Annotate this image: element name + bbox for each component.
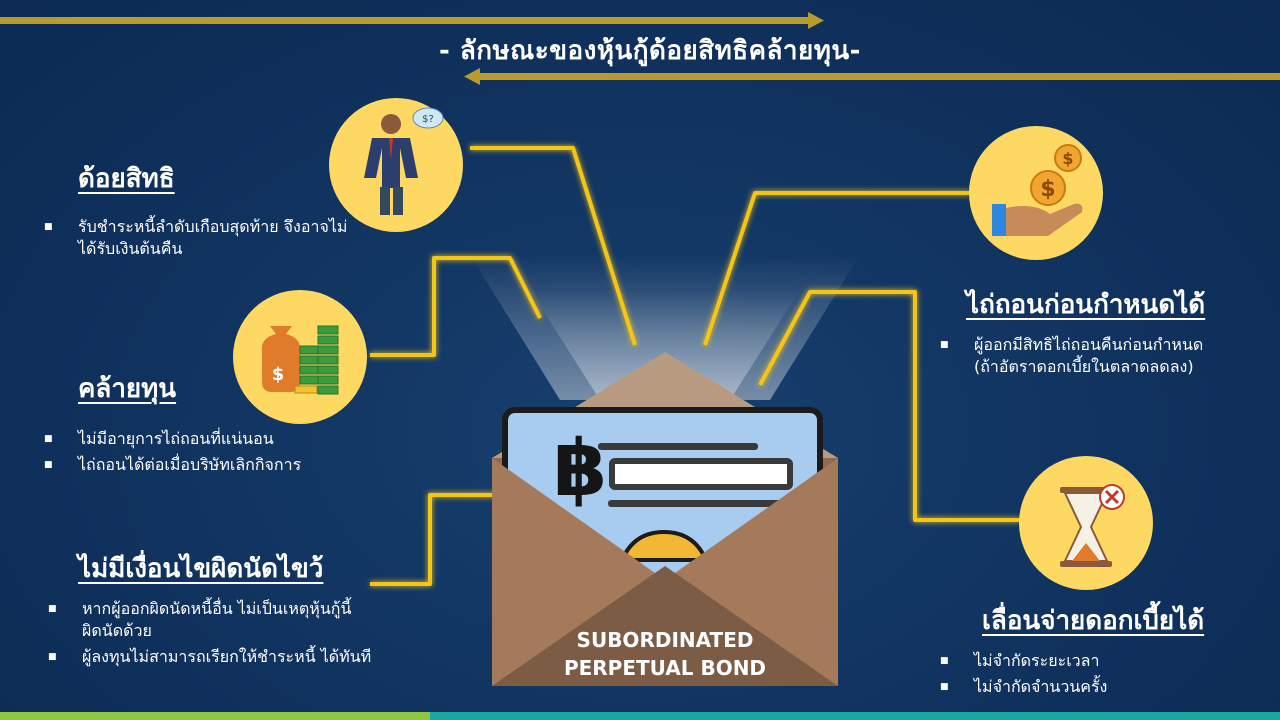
coin-small-dollar: $ [1062, 149, 1073, 168]
bullets-subordinated: รับชำระหนี้ลำดับเกือบสุดท้าย จึงอาจไม่ได… [44, 216, 364, 264]
businessman-empty-pockets-icon: $? [329, 98, 463, 232]
bottom-bar-teal [430, 712, 1280, 720]
connector-subordinated [470, 146, 637, 346]
bottom-bar-green [0, 712, 430, 720]
coin-large-dollar: $ [1040, 177, 1055, 202]
page-title: - ลักษณะของหุ้นกู้ด้อยสิทธิคล้ายทุน- [439, 36, 861, 66]
envelope-illustration: ฿ [492, 352, 838, 686]
bullets-deferrable: ไม่จำกัดระยะเวลา ไม่จำกัดจำนวนครั้ง [940, 650, 1230, 702]
money-bag-dollar-sign: $ [272, 364, 285, 385]
heading-equity-like: คล้ายทุน [78, 374, 177, 404]
bullet-item: ไม่จำกัดจำนวนครั้ง [940, 676, 1230, 698]
bullets-equity-like: ไม่มีอายุการไถ่ถอนที่แน่นอน ไถ่ถอนได้ต่อ… [44, 428, 384, 480]
hourglass-cancel-icon [1019, 456, 1153, 590]
bullet-item: ไม่มีอายุการไถ่ถอนที่แน่นอน [44, 428, 384, 450]
envelope-label: SUBORDINATED PERPETUAL BOND [520, 626, 810, 682]
envelope-label-line2: PERPETUAL BOND [563, 656, 767, 680]
top-arrow-right [0, 12, 824, 29]
heading-subordinated: ด้อยสิทธิ [78, 164, 175, 194]
hand-receiving-coins-icon: $ $ [969, 126, 1103, 260]
bullets-no-cross-default: หากผู้ออกผิดนัดหนี้อื่น ไม่เป็นเหตุหุ้นก… [48, 598, 378, 672]
connector-callable [703, 191, 970, 346]
connector-equity-like [370, 256, 542, 357]
bullet-item: ผู้ลงทุนไม่สามารถเรียกให้ชำระหนี้ ได้ทัน… [48, 646, 378, 668]
bullet-item: ผู้ออกมีสิทธิไถ่ถอนคืนก่อนกำหนด (ถ้าอัตร… [940, 334, 1230, 378]
top-arrow-left [464, 68, 1280, 85]
heading-callable: ไถ่ถอนก่อนกำหนดได้ [966, 290, 1206, 320]
question-bubble-text: $? [422, 114, 434, 125]
bullet-item: ไม่จำกัดระยะเวลา [940, 650, 1230, 672]
bullet-item: ไถ่ถอนได้ต่อเมื่อบริษัทเลิกกิจการ [44, 454, 384, 476]
bullets-callable: ผู้ออกมีสิทธิไถ่ถอนคืนก่อนกำหนด (ถ้าอัตร… [940, 334, 1230, 382]
bullet-item: รับชำระหนี้ลำดับเกือบสุดท้าย จึงอาจไม่ได… [44, 216, 364, 260]
baht-sign-icon: ฿ [553, 424, 607, 514]
money-bag-coins-icon: $ [233, 290, 367, 424]
light-beams [470, 255, 860, 400]
envelope-label-line1: SUBORDINATED [576, 628, 754, 652]
heading-no-cross-default: ไม่มีเงื่อนไขผิดนัดไขว้ [78, 554, 324, 584]
connector-lines [370, 146, 1020, 586]
heading-deferrable: เลื่อนจ่ายดอกเบี้ยได้ [982, 606, 1205, 636]
connector-deferrable [758, 290, 1020, 522]
bullet-item: หากผู้ออกผิดนัดหนี้อื่น ไม่เป็นเหตุหุ้นก… [48, 598, 378, 642]
connector-no-cross-default [370, 493, 500, 586]
